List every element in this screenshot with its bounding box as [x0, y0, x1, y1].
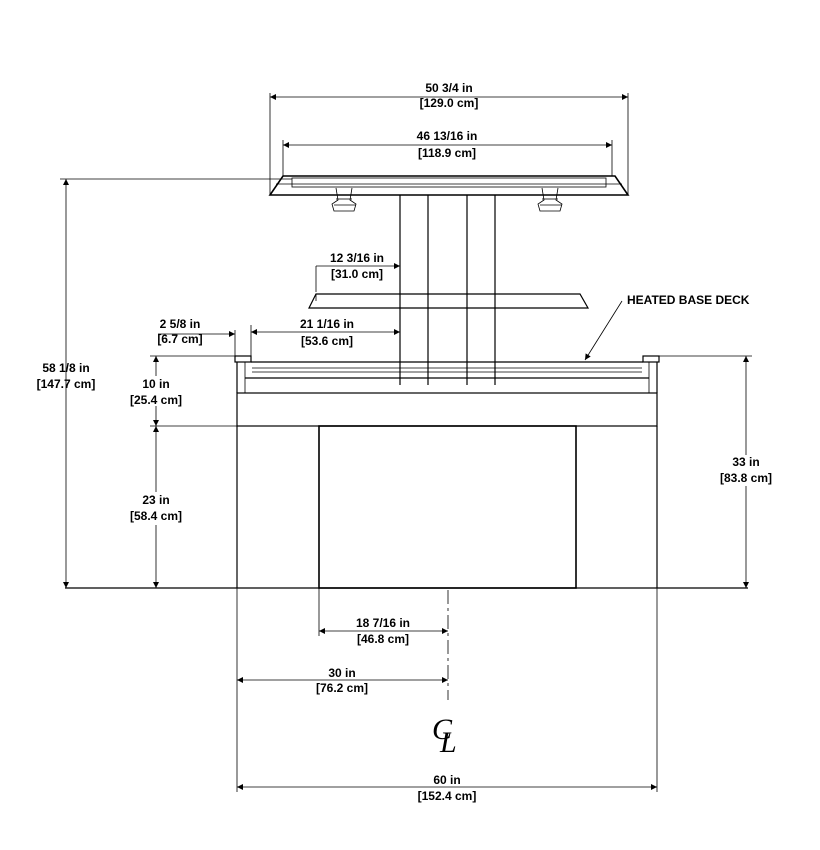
base-height-imperial: 23 in [142, 493, 169, 507]
top-width-metric: [129.0 cm] [420, 96, 479, 110]
door-offset-imperial: 18 7/16 in [356, 616, 410, 630]
overall-width-imperial: 60 in [433, 773, 460, 787]
centerline: C L [432, 590, 457, 759]
base-height-metric: [58.4 cm] [130, 509, 182, 523]
middle-shelf [308, 293, 590, 309]
door-offset-metric: [46.8 cm] [357, 632, 409, 646]
base-cabinet [65, 425, 748, 589]
half-width-imperial: 30 in [328, 666, 355, 680]
shelf-depth-metric: [31.0 cm] [331, 267, 383, 281]
shelf-depth-imperial: 12 3/16 in [330, 251, 384, 265]
extension-lines [60, 93, 752, 792]
lamp-bracket-left [331, 187, 357, 212]
counter-height-metric: [83.8 cm] [720, 471, 772, 485]
half-width-metric: [76.2 cm] [316, 681, 368, 695]
deck-width-imperial: 21 1/16 in [300, 317, 354, 331]
shelf-width-imperial: 46 13/16 in [417, 129, 478, 143]
overall-width-metric: [152.4 cm] [418, 789, 477, 803]
counter-height-imperial: 33 in [732, 455, 759, 469]
dimension-lines [63, 94, 749, 790]
centerline-l-symbol: L [439, 726, 457, 759]
heated-base-deck [234, 355, 660, 427]
lamp-bracket-right [537, 187, 563, 212]
center-posts [399, 195, 496, 385]
total-height-metric: [147.7 cm] [37, 377, 96, 391]
total-height-imperial: 58 1/8 in [42, 361, 89, 375]
deck-height-metric: [25.4 cm] [130, 393, 182, 407]
top-width-imperial: 50 3/4 in [425, 81, 472, 95]
top-canopy [268, 175, 630, 196]
centerline-c-symbol: C [432, 713, 453, 746]
deck-height-imperial: 10 in [142, 377, 169, 391]
lip-width-imperial: 2 5/8 in [160, 317, 201, 331]
deck-width-metric: [53.6 cm] [301, 334, 353, 348]
cabinet-door [318, 425, 577, 589]
shelf-width-metric: [118.9 cm] [418, 146, 476, 160]
lip-width-metric: [6.7 cm] [157, 332, 202, 346]
dimension-labels: 50 3/4 in [129.0 cm] 46 13/16 in [118.9 … [37, 81, 772, 803]
heated-base-deck-callout: HEATED BASE DECK [627, 293, 750, 307]
